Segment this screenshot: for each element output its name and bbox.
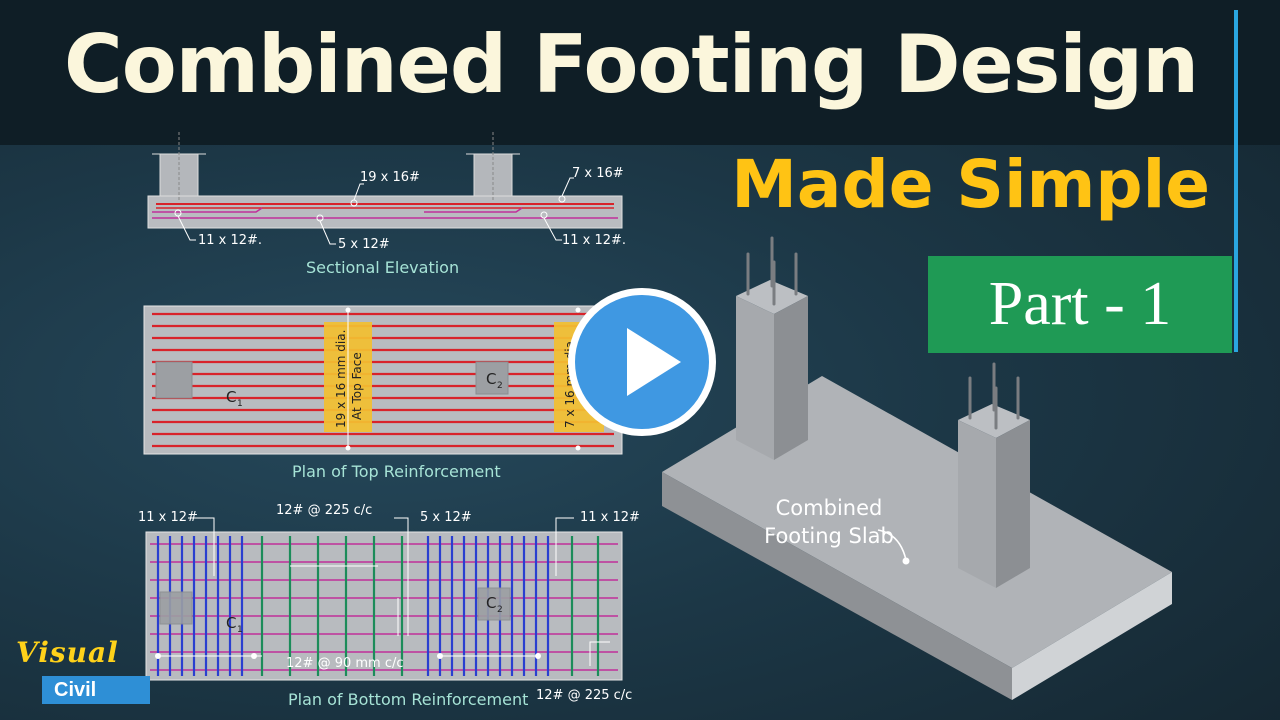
bottom-plan-caption: Plan of Bottom Reinforcement	[288, 690, 529, 709]
column-2-side	[996, 420, 1030, 588]
elevation-label-top-right: 7 x 16#	[572, 166, 624, 181]
elevation-label-bottom-right: 11 x 12#.	[562, 233, 627, 248]
page-title: Combined Footing Design	[64, 18, 1199, 111]
top-plan-bars	[152, 312, 614, 448]
slab-label-line1: Combined	[775, 496, 883, 520]
bottom-label-spacing-top: 12# @ 225 c/c	[276, 503, 373, 518]
bottom-plan-green-bars	[260, 536, 600, 676]
column-label-c2-sub: 2	[497, 605, 503, 615]
slab-leader-dot	[902, 557, 910, 565]
column-2-front	[958, 420, 996, 588]
column-label-c2: C	[486, 594, 496, 612]
column-label-c1-sub: 1	[237, 399, 243, 409]
leader-line	[353, 183, 364, 201]
bottom-label-right-bars: 11 x 12#	[580, 510, 640, 525]
bottom-label-spacing-mid: 12# @ 90 mm c/c	[286, 656, 404, 671]
bottom-plan-long-bars	[150, 543, 618, 671]
bar-marker	[575, 445, 581, 451]
elevation-label-bottom-left: 11 x 12#.	[198, 233, 263, 248]
column-label-c2: C	[486, 370, 496, 388]
bottom-label-mid-bars: 5 x 12#	[420, 510, 472, 525]
top-plan-slab	[143, 305, 623, 455]
slab-front-face	[662, 472, 1012, 700]
bar-marker	[345, 307, 351, 313]
bottom-plan-column-2	[477, 587, 511, 621]
top-plan-column-2	[475, 361, 509, 395]
top-plan-caption: Plan of Top Reinforcement	[292, 462, 501, 481]
leader-line	[543, 217, 562, 241]
bottom-plan-slab	[145, 531, 623, 681]
title-band	[0, 0, 1280, 145]
accent-divider	[1234, 10, 1238, 352]
logo-line1: Visual	[16, 636, 119, 669]
subtitle: Made Simple	[731, 146, 1210, 223]
elevation-label-top-mid: 19 x 16#	[360, 170, 420, 185]
bottom-reinforcement-plan: C 1 C 2	[145, 517, 623, 681]
column-1-top	[736, 280, 808, 314]
play-button-disc	[575, 295, 709, 429]
column-label-c2-sub: 2	[497, 381, 503, 391]
top-plan-column-1	[155, 361, 193, 399]
footing-3d-model	[662, 236, 1172, 700]
bar-marker	[251, 653, 257, 659]
part-badge-label: Part - 1	[988, 270, 1172, 338]
bottom-plan-column-1	[159, 591, 193, 625]
bar-marker	[535, 653, 541, 659]
bottom-plan-dimensions	[156, 517, 610, 666]
elevation-bottom-bar-right	[424, 207, 523, 213]
sectional-elevation	[147, 132, 623, 245]
column-1-side	[774, 296, 808, 460]
leader-line	[319, 220, 336, 245]
starter-bars	[746, 236, 1020, 430]
slab-right-face	[1012, 572, 1172, 700]
channel-logo: Visual Civil	[12, 636, 150, 716]
band1-label: 19 x 16 mm dia.	[334, 330, 348, 428]
slab-label-line2: Footing Slab	[764, 524, 894, 548]
leader-line	[177, 215, 196, 241]
column-label-c1: C	[226, 388, 236, 406]
column-1-front	[736, 296, 774, 460]
slab-label: Combined Footing Slab	[744, 494, 914, 550]
bottom-label-left-bars: 11 x 12#	[138, 510, 198, 525]
column-label-c1-sub: 1	[237, 625, 243, 635]
top-reinforcement-plan: 19 x 16 mm dia. At Top Face 7 x 16 mm di…	[143, 305, 623, 455]
play-button[interactable]	[568, 288, 716, 436]
column-2-top	[958, 404, 1030, 438]
leader-line	[561, 177, 574, 197]
slab-leader-line	[877, 529, 907, 561]
band1-sublabel: At Top Face	[350, 352, 364, 420]
play-icon	[627, 328, 681, 396]
bar-marker	[437, 653, 443, 659]
bar-marker	[345, 445, 351, 451]
column-label-c1: C	[226, 614, 236, 632]
bar-marker	[575, 307, 581, 313]
part-badge: Part - 1	[928, 256, 1232, 353]
elevation-bottom-bar-left	[152, 207, 263, 213]
elevation-label-bottom-mid: 5 x 12#	[338, 237, 390, 252]
bar-marker	[155, 653, 161, 659]
elevation-caption: Sectional Elevation	[306, 258, 460, 277]
logo-line2: Civil	[42, 676, 150, 704]
bottom-label-spacing-bottom: 12# @ 225 c/c	[536, 688, 633, 703]
